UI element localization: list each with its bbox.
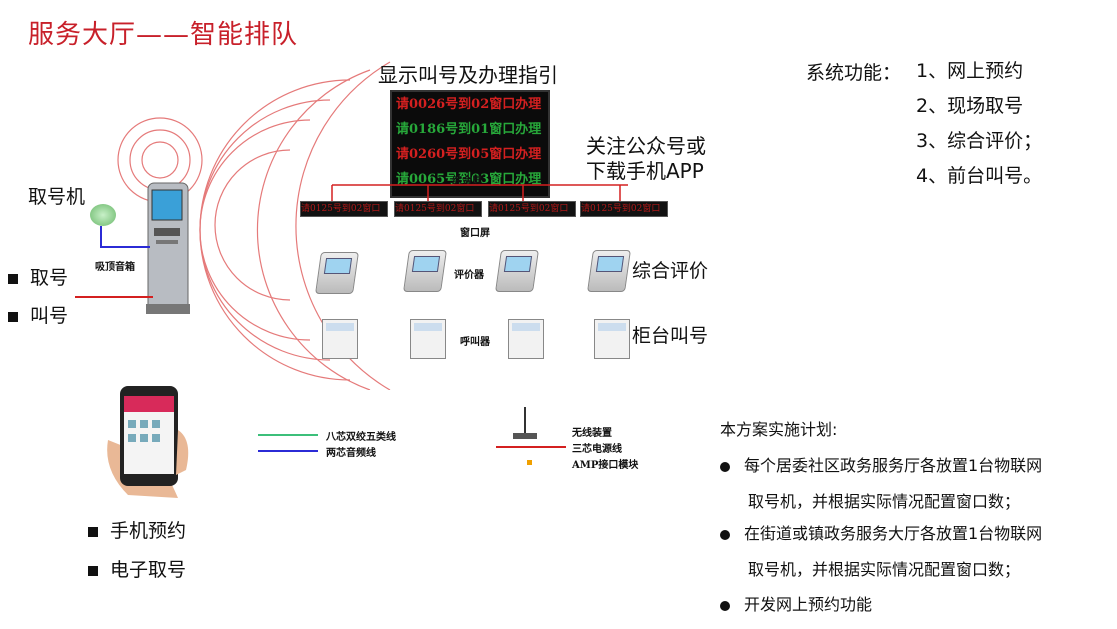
window-screen-1: 请0125号到02窗口 <box>300 201 388 217</box>
led-row-1: 请0026号到02窗口办理 <box>396 97 542 112</box>
window-screen-3: 请0125号到02窗口 <box>488 201 576 217</box>
legend-cable1-label: 八芯双绞五类线 <box>326 432 396 443</box>
caller-label: 呼叫器 <box>460 337 490 348</box>
led-row-4: 请0065号到03窗口办理 <box>396 172 542 187</box>
legend-cable2-label: 两芯音频线 <box>326 448 376 459</box>
plan-item-2-cont: 取号机，并根据实际情况配置窗口数； <box>748 560 1021 579</box>
follow-text: 关注公众号或 下载手机APP <box>586 134 706 184</box>
legend-wireless-label: 无线装置 <box>572 428 612 439</box>
plan-item-1-cont: 取号机，并根据实际情况配置窗口数； <box>748 492 1021 511</box>
kiosk-icon <box>146 182 190 314</box>
board-label: 综合屏 <box>452 176 482 187</box>
connection-lines <box>331 184 628 202</box>
evaluator-device-3 <box>495 250 539 292</box>
counter-label: 柜台叫号 <box>632 325 709 347</box>
evaluator-device-1 <box>315 252 359 294</box>
plan-item-1: 每个居委社区政务服务厅各放置1台物联网 <box>720 452 1042 476</box>
display-caption: 显示叫号及办理指引 <box>378 63 558 87</box>
caller-device-2 <box>410 319 446 359</box>
kiosk-label: 取号机 <box>28 186 86 208</box>
legend-line-power <box>496 446 566 448</box>
bullet-take-number: 取号 <box>8 263 68 290</box>
audio-line <box>100 226 102 248</box>
bullet-e-ticket: 电子取号 <box>88 555 186 582</box>
window-screen-label: 窗口屏 <box>460 228 490 239</box>
evaluator-device-4 <box>587 250 631 292</box>
evaluator-device-2 <box>403 250 447 292</box>
evaluator-label: 评价器 <box>454 270 484 281</box>
evaluation-label: 综合评价 <box>632 260 709 282</box>
legend-amp-marker <box>527 460 532 465</box>
legend-line-cable2 <box>258 450 318 452</box>
follow-line-1: 关注公众号或 <box>586 134 706 158</box>
bullet-call-number: 叫号 <box>8 301 68 328</box>
function-item-1: 1、网上预约 <box>916 60 1024 82</box>
speaker-icon <box>90 204 116 226</box>
led-row-3: 请0260号到05窗口办理 <box>396 147 542 162</box>
function-item-4: 4、前台叫号。 <box>916 165 1043 187</box>
legend-line-cable1 <box>258 434 318 436</box>
legend-power-label: 三芯电源线 <box>572 444 622 455</box>
page-title: 服务大厅——智能排队 <box>28 20 299 50</box>
plan-item-2: 在街道或镇政务服务大厅各放置1台物联网 <box>720 520 1042 544</box>
function-item-2: 2、现场取号 <box>916 95 1024 117</box>
bullet-phone-booking: 手机预约 <box>88 516 186 543</box>
main-led-board: 请0026号到02窗口办理 请0186号到01窗口办理 请0260号到05窗口办… <box>390 90 550 198</box>
speaker-label: 吸顶音箱 <box>95 262 135 273</box>
function-item-3: 3、综合评价； <box>916 130 1043 152</box>
power-line <box>75 296 153 298</box>
smartphone-in-hand-icon <box>107 386 189 498</box>
antenna-icon <box>513 407 537 439</box>
legend-amp-label: AMP接口模块 <box>572 460 639 471</box>
caller-device-4 <box>594 319 630 359</box>
window-screen-4: 请0125号到02窗口 <box>580 201 668 217</box>
audio-line-h <box>100 246 150 248</box>
functions-heading: 系统功能： <box>806 62 902 84</box>
plan-item-3: 开发网上预约功能 <box>720 591 872 615</box>
follow-line-2: 下载手机APP <box>586 159 704 183</box>
caller-device-3 <box>508 319 544 359</box>
caller-device-1 <box>322 319 358 359</box>
plan-heading: 本方案实施计划: <box>720 420 838 439</box>
led-row-2: 请0186号到01窗口办理 <box>396 122 542 137</box>
window-screen-2: 请0125号到02窗口 <box>394 201 482 217</box>
